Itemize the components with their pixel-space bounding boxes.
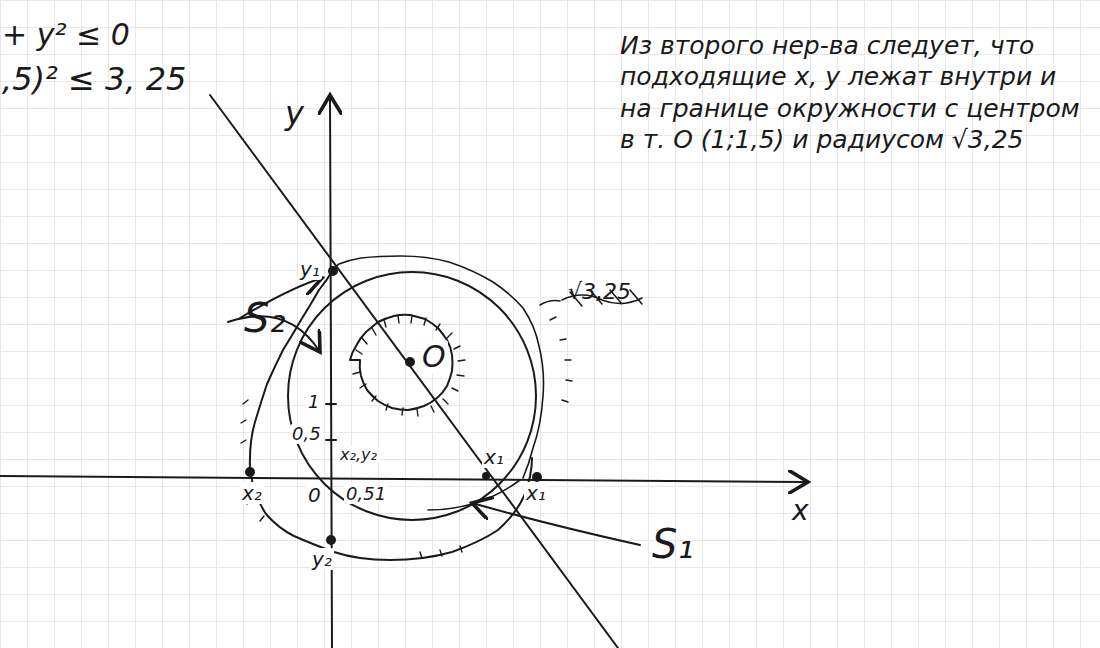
tick-label: 0,51 [344,484,388,504]
x-axis [0,476,808,482]
tick [326,403,336,405]
tick-label: 1 [306,392,321,412]
point [327,536,335,544]
point-label: O [420,340,448,373]
point-label: x₂,y₂ [338,446,379,464]
center-point [406,358,414,366]
point-label: y₂ [310,548,334,570]
axis-label: x [792,496,809,527]
origin-label: 0 [306,484,323,506]
point [329,267,337,275]
circle [288,272,536,520]
tick-label: 0,5 [290,424,323,444]
point-label: x₂ [240,482,264,504]
area-label: S₁ [652,522,693,566]
tick [326,439,336,441]
leader-line [428,480,520,510]
note-text: Из второго нер-ва следует, что подходящи… [620,30,1090,155]
area-label: S₂ [244,296,285,340]
region-boundary [333,256,544,478]
inequality: + y² ≤ 0 [2,18,130,51]
hatching [241,317,572,558]
point [533,473,541,481]
leader-arrow [472,503,640,545]
axis-label: y [285,96,304,131]
point [246,468,254,476]
line [210,95,618,648]
point-label: x₁ [482,446,506,468]
inequality: ,5)² ≤ 3, 25 [2,62,186,97]
hatching [353,316,465,416]
radius-label: √3,25 [568,280,631,304]
point-label: y₁ [298,258,322,280]
point-label: x₁ [524,482,548,504]
region-boundary [250,270,532,560]
point [483,473,489,479]
